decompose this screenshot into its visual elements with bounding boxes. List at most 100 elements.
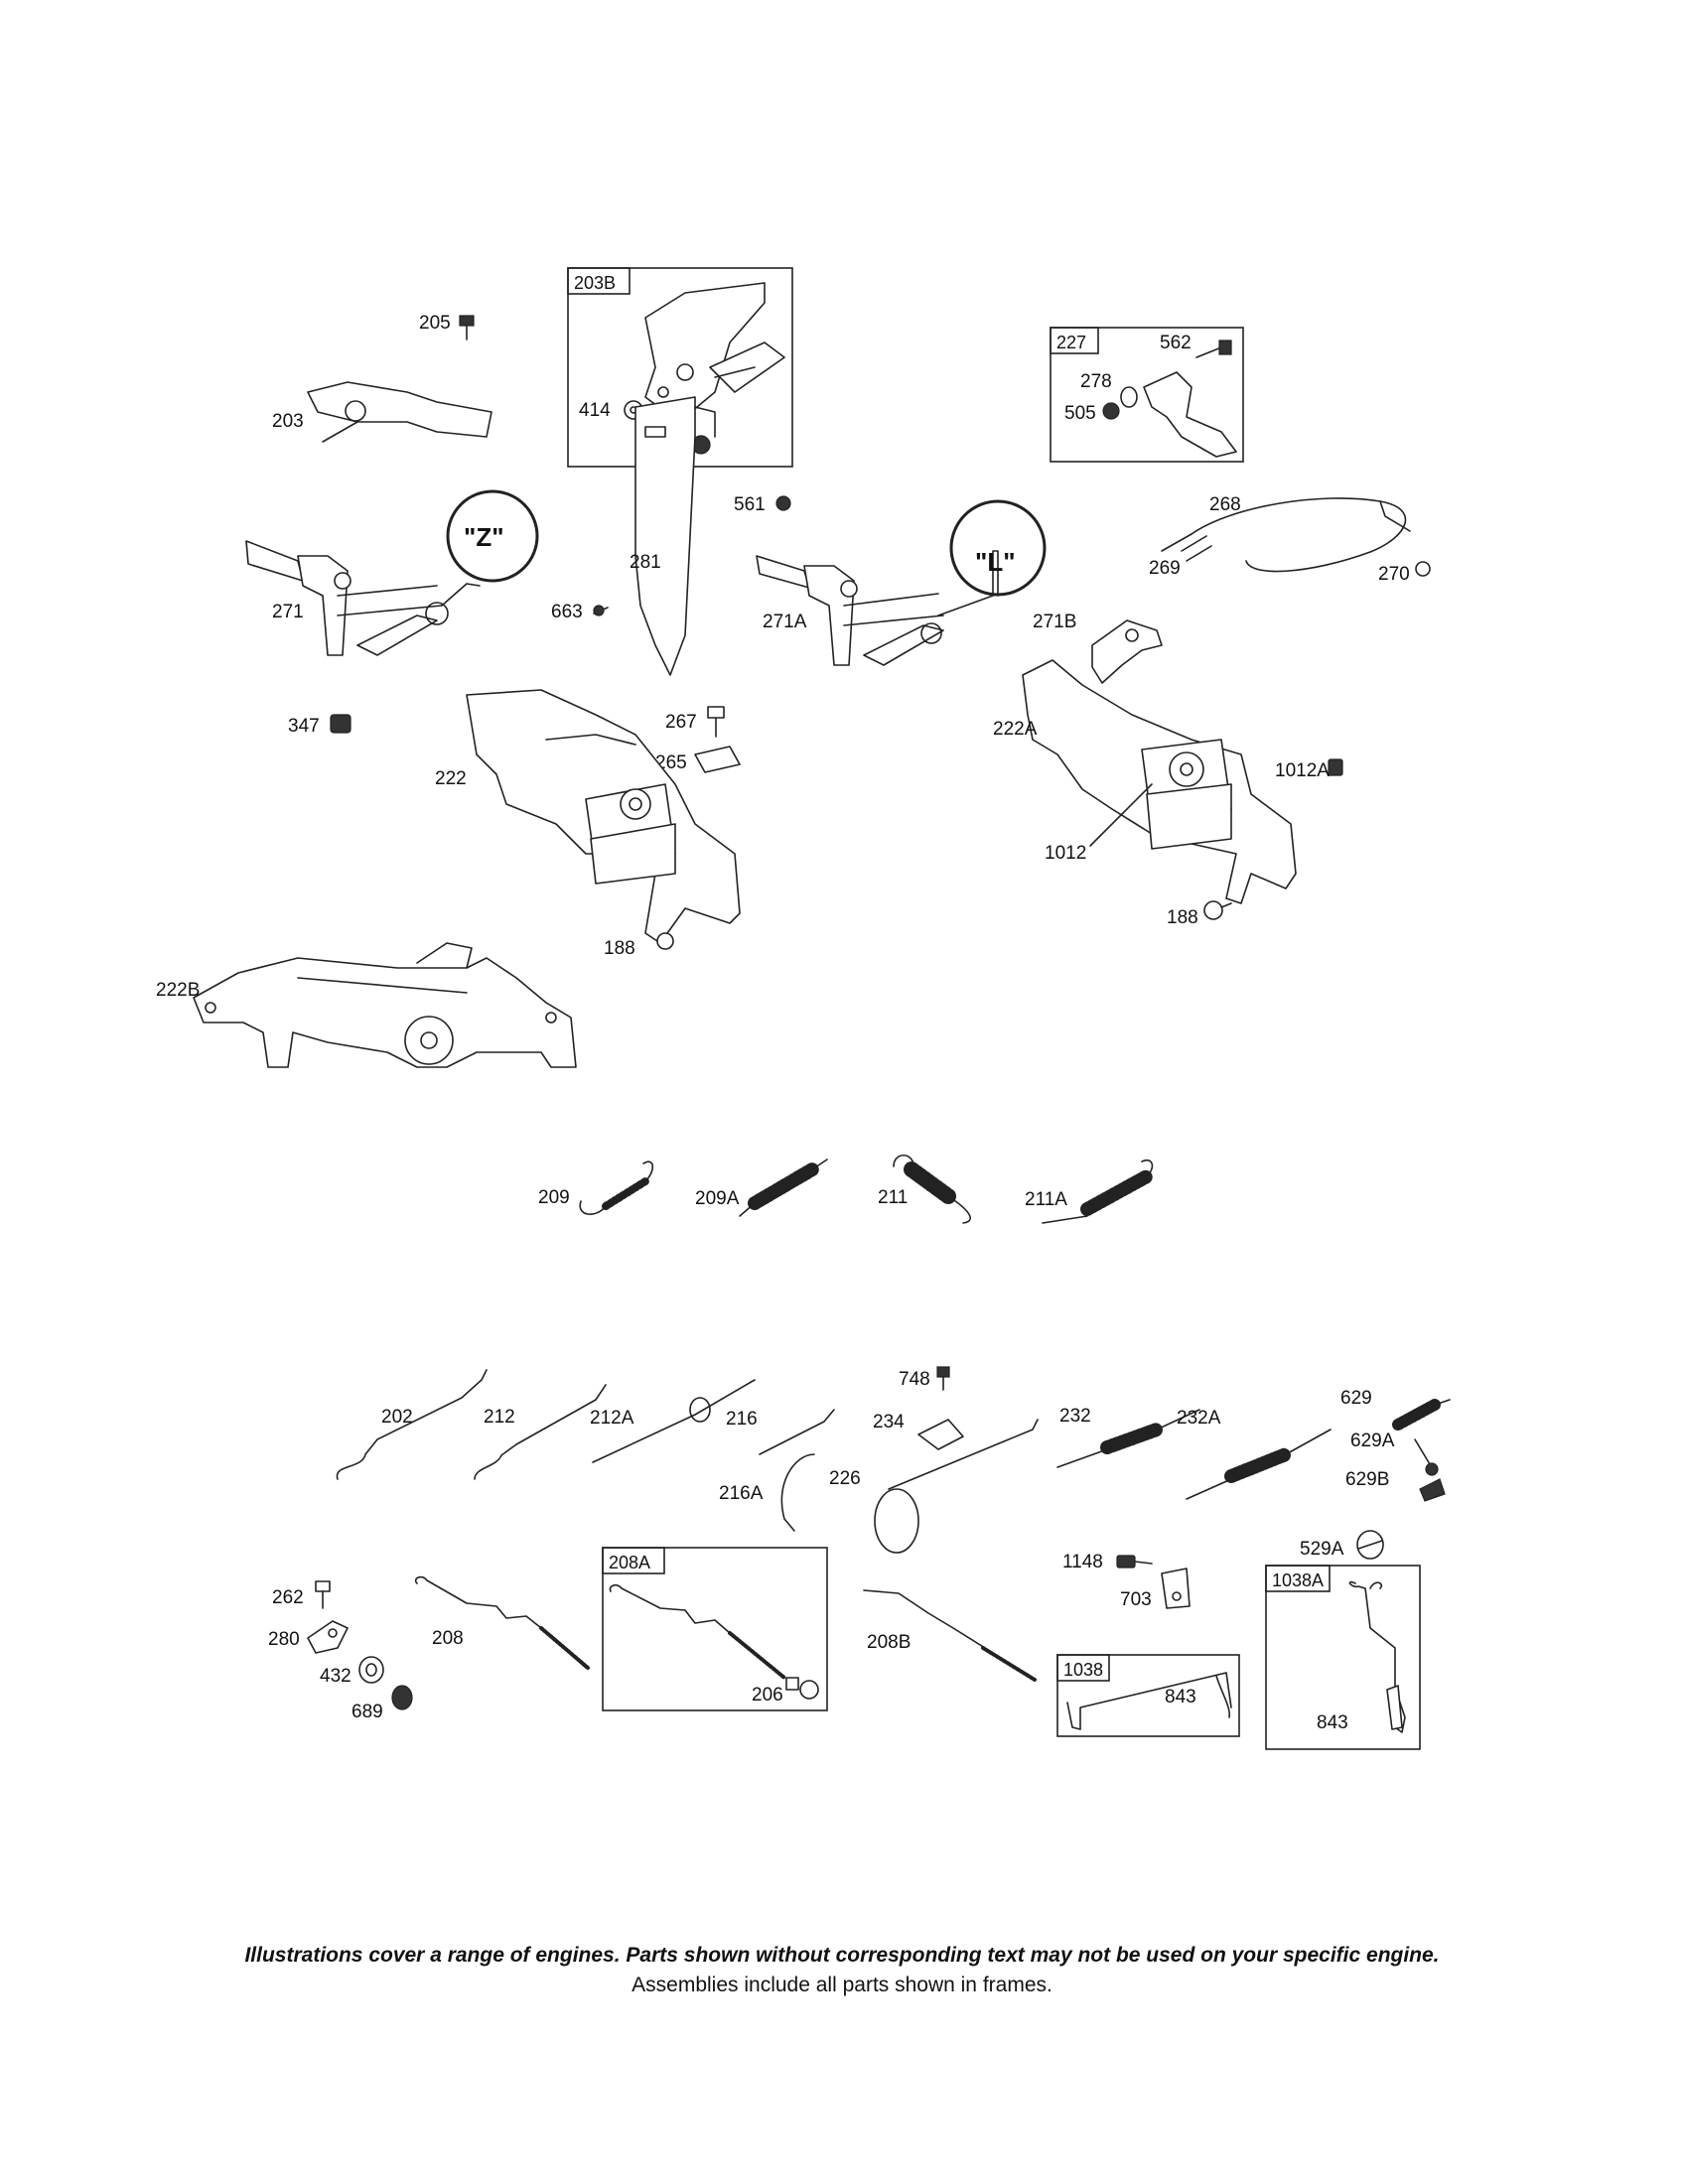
part-212-link (474, 1384, 607, 1480)
part-265-clip (694, 746, 741, 773)
label-212: 212 (484, 1407, 515, 1428)
part-505-nut (1102, 402, 1120, 420)
assembly-frame-1038A: 1038A 843 (1265, 1565, 1421, 1750)
part-202-link (336, 1369, 488, 1480)
label-663: 663 (551, 602, 583, 622)
label-1012: 1012 (1045, 843, 1086, 864)
footer-assemblies-note: Assemblies include all parts shown in fr… (632, 1974, 1052, 1996)
label-629A: 629A (1350, 1431, 1395, 1451)
label-216A: 216A (719, 1483, 764, 1504)
label-232A: 232A (1177, 1408, 1221, 1429)
part-1012A-fitting (1328, 758, 1343, 776)
label-843a: 843 (1165, 1687, 1196, 1707)
part-211A-spring (1042, 1159, 1154, 1224)
label-211A: 211A (1025, 1189, 1067, 1210)
label-561: 561 (734, 494, 766, 515)
label-843b: 843 (1317, 1712, 1348, 1733)
part-529A-cap (1356, 1530, 1384, 1560)
part-561-nut (775, 495, 791, 511)
part-232A-spring (1186, 1429, 1332, 1500)
part-271-control-lever (245, 540, 443, 656)
label-226: 226 (829, 1468, 861, 1489)
frame-label-1038A: 1038A (1272, 1570, 1324, 1590)
part-629-spring (1392, 1399, 1451, 1431)
label-268: 268 (1209, 494, 1241, 515)
label-271: 271 (272, 602, 304, 622)
part-432-bushing (358, 1656, 384, 1684)
part-209A-spring (739, 1159, 828, 1217)
part-212A-link (592, 1379, 756, 1463)
part-689-spring (391, 1685, 413, 1710)
part-281-bracket (634, 366, 756, 676)
part-268-cable (1161, 497, 1411, 573)
part-206-screw (785, 1677, 819, 1700)
callout-l-detail: "L" (920, 499, 1047, 644)
label-205: 205 (419, 313, 451, 334)
label-188a: 188 (604, 938, 635, 959)
callout-z-detail: "Z" (425, 489, 539, 625)
part-663-screw (593, 605, 609, 616)
label-278: 278 (1080, 371, 1112, 392)
part-562-screw (1195, 340, 1232, 358)
label-689: 689 (351, 1702, 383, 1722)
label-212A: 212A (590, 1408, 634, 1429)
label-203: 203 (272, 411, 304, 432)
label-222A: 222A (993, 719, 1038, 740)
label-209A: 209A (695, 1188, 740, 1209)
part-748-screw (936, 1366, 950, 1391)
label-232: 232 (1059, 1406, 1091, 1427)
part-216A-link (780, 1453, 815, 1532)
part-209-spring (579, 1160, 654, 1215)
part-188a-screw (656, 932, 674, 950)
part-211-spring (893, 1154, 971, 1224)
label-629B: 629B (1345, 1469, 1389, 1490)
label-222: 222 (435, 768, 467, 789)
part-1038-link (1066, 1672, 1232, 1730)
part-208-link (414, 1575, 590, 1670)
callout-z-text: "Z" (464, 522, 504, 552)
part-208B-link (863, 1589, 1037, 1682)
part-203-throttle-plate (307, 381, 492, 443)
label-211: 211 (878, 1187, 908, 1208)
assembly-frame-227: 227 562 278 505 (1050, 327, 1244, 463)
part-703-clip (1161, 1568, 1191, 1609)
label-281: 281 (630, 552, 661, 573)
label-505: 505 (1064, 403, 1096, 424)
label-206: 206 (752, 1685, 783, 1706)
part-188b-screw (1203, 900, 1232, 920)
label-629: 629 (1340, 1388, 1372, 1409)
label-1148: 1148 (1062, 1552, 1103, 1572)
assembly-frame-208A: 208A 206 (602, 1547, 828, 1711)
label-432: 432 (320, 1666, 351, 1687)
callout-l-text: "L" (975, 547, 1016, 577)
frame-label-1038: 1038 (1063, 1660, 1103, 1680)
part-222B-base-plate (193, 942, 577, 1068)
part-208A-link (609, 1583, 786, 1680)
label-270: 270 (1378, 564, 1410, 585)
label-269: 269 (1149, 558, 1181, 579)
part-629B-fitting (1419, 1478, 1446, 1502)
assembly-frame-1038: 1038 843 (1056, 1654, 1240, 1737)
part-222A-control-bracket (1022, 659, 1297, 904)
part-216-link (759, 1409, 835, 1455)
label-262: 262 (272, 1587, 304, 1608)
label-208B: 208B (867, 1632, 911, 1653)
frame-label-208A: 208A (609, 1553, 650, 1572)
label-703: 703 (1120, 1589, 1152, 1610)
label-267: 267 (665, 712, 697, 733)
part-226-link (874, 1419, 1039, 1554)
part-227-lever (1143, 371, 1237, 458)
label-280: 280 (268, 1629, 300, 1650)
footer-disclaimer: Illustrations cover a range of engines. … (244, 1944, 1440, 1967)
part-271A-control-lever (756, 555, 944, 666)
frame-label-227: 227 (1056, 333, 1086, 352)
label-216: 216 (726, 1409, 758, 1430)
part-629A-fitting (1414, 1438, 1439, 1476)
part-232-spring (1056, 1409, 1200, 1468)
label-271A: 271A (763, 612, 807, 632)
part-278-washer (1120, 386, 1138, 408)
part-262-screw (315, 1580, 331, 1609)
label-188b: 188 (1167, 907, 1198, 928)
label-748: 748 (899, 1369, 930, 1390)
